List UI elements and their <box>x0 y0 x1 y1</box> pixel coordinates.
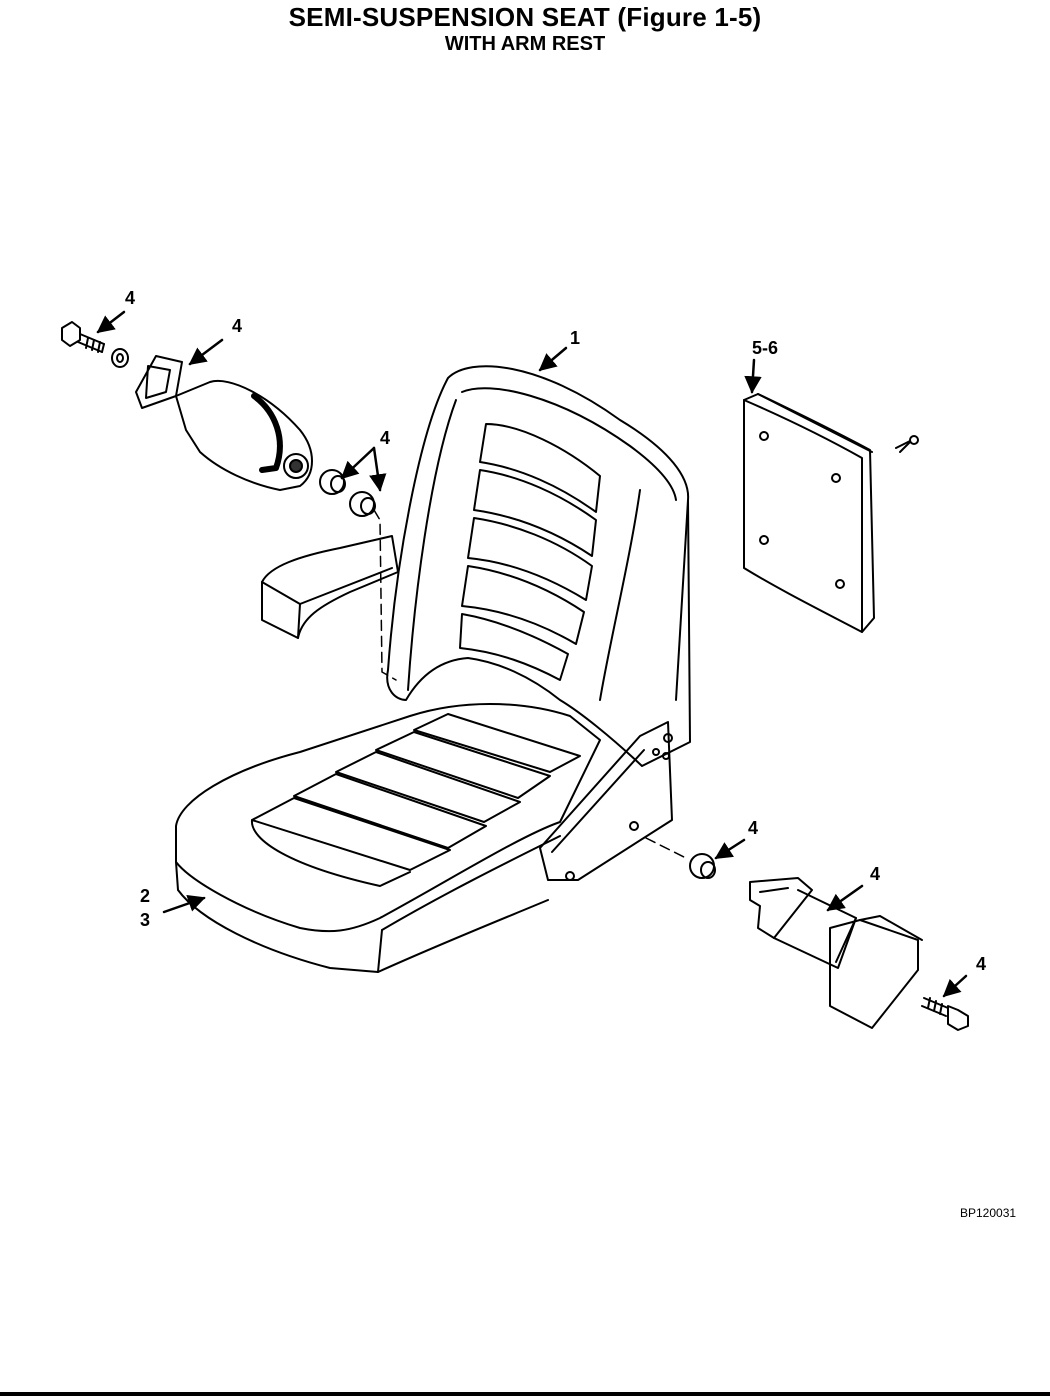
arrow-c5a <box>340 446 376 480</box>
callout-label-bolt-upper: 4 <box>125 288 136 308</box>
arrow-c9 <box>826 884 864 912</box>
upper-belt-buckle <box>135 355 313 491</box>
figure-subtitle: WITH ARM REST <box>444 33 606 55</box>
arrow-c2 <box>188 338 224 366</box>
figure-title: SEMI-SUSPENSION SEAT (Figure 1-5) <box>288 2 762 32</box>
seat-assembly <box>175 365 691 973</box>
arrow-c6 <box>162 894 206 914</box>
arrow-c4 <box>744 358 762 394</box>
callout-label-bolt-lower: 4 <box>976 954 987 974</box>
arrow-c3 <box>538 346 568 372</box>
lower-belt-buckle <box>749 877 923 1029</box>
bottom-rule <box>0 1392 1050 1396</box>
upper-washer <box>111 348 129 368</box>
callout-label-buckle-lower: 4 <box>870 864 881 884</box>
callout-label-item-3: 3 <box>140 910 151 930</box>
figure-code: BP120031 <box>960 1206 1017 1220</box>
assembly-line-upper <box>373 509 397 681</box>
callout-label-buckle-upper: 4 <box>232 316 243 336</box>
callout-label-item-2: 2 <box>140 886 151 906</box>
callout-arrows <box>96 310 968 998</box>
seat-back <box>386 365 691 767</box>
lower-bolt <box>921 997 969 1031</box>
arm-rest <box>261 535 399 639</box>
arrow-c10 <box>942 974 968 998</box>
callout-label-spacer-lower: 4 <box>748 818 759 838</box>
back-cover-plate <box>743 393 875 633</box>
cover-screw <box>895 435 919 453</box>
callout-label-seat: 1 <box>570 328 581 348</box>
lower-spacer <box>689 853 716 879</box>
callout-label-spacers-upper: 4 <box>380 428 391 448</box>
assembly-line-lower <box>645 837 687 859</box>
arrow-c5b <box>369 446 387 492</box>
upper-spacers <box>319 469 376 517</box>
upper-bolt <box>61 321 105 353</box>
side-bracket <box>539 721 673 881</box>
arrow-c8 <box>714 838 746 860</box>
callout-label-cover-plate: 5-6 <box>752 338 779 358</box>
seat-cushion <box>175 703 601 973</box>
arrow-c1 <box>96 310 126 334</box>
